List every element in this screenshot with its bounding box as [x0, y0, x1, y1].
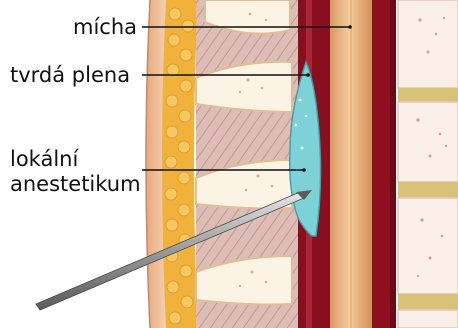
label-spinal-cord: mícha — [73, 15, 137, 39]
label-anesthetic-line1: lokální — [10, 147, 79, 171]
fat-layer — [162, 0, 198, 328]
vertebral-bodies — [398, 0, 458, 328]
label-dura-mater: tvrdá plena — [10, 63, 130, 87]
label-anesthetic-line2: anestetikum — [10, 172, 141, 196]
